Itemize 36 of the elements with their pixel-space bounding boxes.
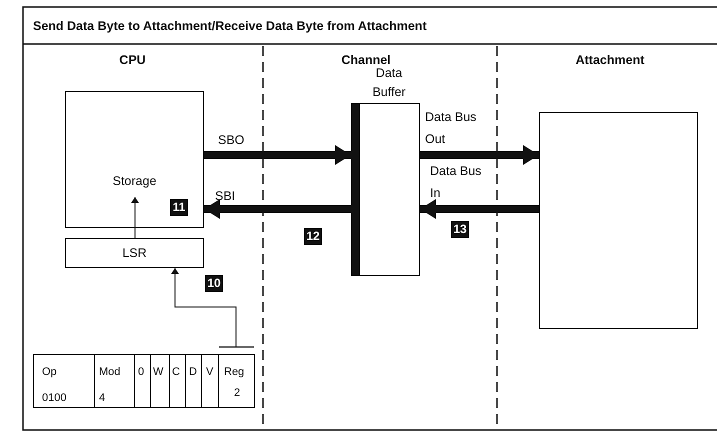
title: Send Data Byte to Attachment/Receive Data Byte from Attachment <box>33 19 427 33</box>
bus-arrow <box>204 145 351 165</box>
attachment-box <box>539 112 698 329</box>
node-label: Storage <box>112 174 158 188</box>
field-text: V <box>206 365 214 379</box>
callout-number: 10 <box>205 275 223 292</box>
column-heading: CPU <box>118 53 147 67</box>
field-text: Reg <box>224 365 244 379</box>
bus-arrow <box>204 199 351 219</box>
register-box <box>65 238 204 268</box>
field-text: C <box>172 365 180 379</box>
edge-label: Data Bus In <box>430 163 482 202</box>
edge-label: SBI <box>215 189 236 203</box>
node-label: Data Buffer <box>371 65 407 101</box>
instruction-format-table <box>33 354 255 408</box>
edge-label: SBO <box>218 133 244 147</box>
field-text: 2 <box>234 386 240 400</box>
field-text: 0100 <box>42 391 66 405</box>
field-text: 0 <box>138 365 144 379</box>
field-text: Op <box>42 365 57 379</box>
field-text: 4 <box>99 391 106 405</box>
column-heading: Attachment <box>574 53 646 67</box>
column-heading: Channel <box>340 53 392 67</box>
callout-number: 12 <box>304 228 322 245</box>
callout-number: 13 <box>451 221 469 238</box>
callout-number: 11 <box>170 199 188 216</box>
field-text: D <box>189 365 197 379</box>
arrow <box>131 196 139 238</box>
node-label: LSR <box>121 246 148 260</box>
bus-arrow <box>420 199 539 219</box>
edge-label: Data Bus Out <box>425 109 478 148</box>
field-text: W <box>153 365 164 379</box>
bus-arrow <box>420 145 539 165</box>
field-text: Mod <box>99 365 120 379</box>
arrow <box>171 268 236 348</box>
storage-box <box>65 91 204 228</box>
